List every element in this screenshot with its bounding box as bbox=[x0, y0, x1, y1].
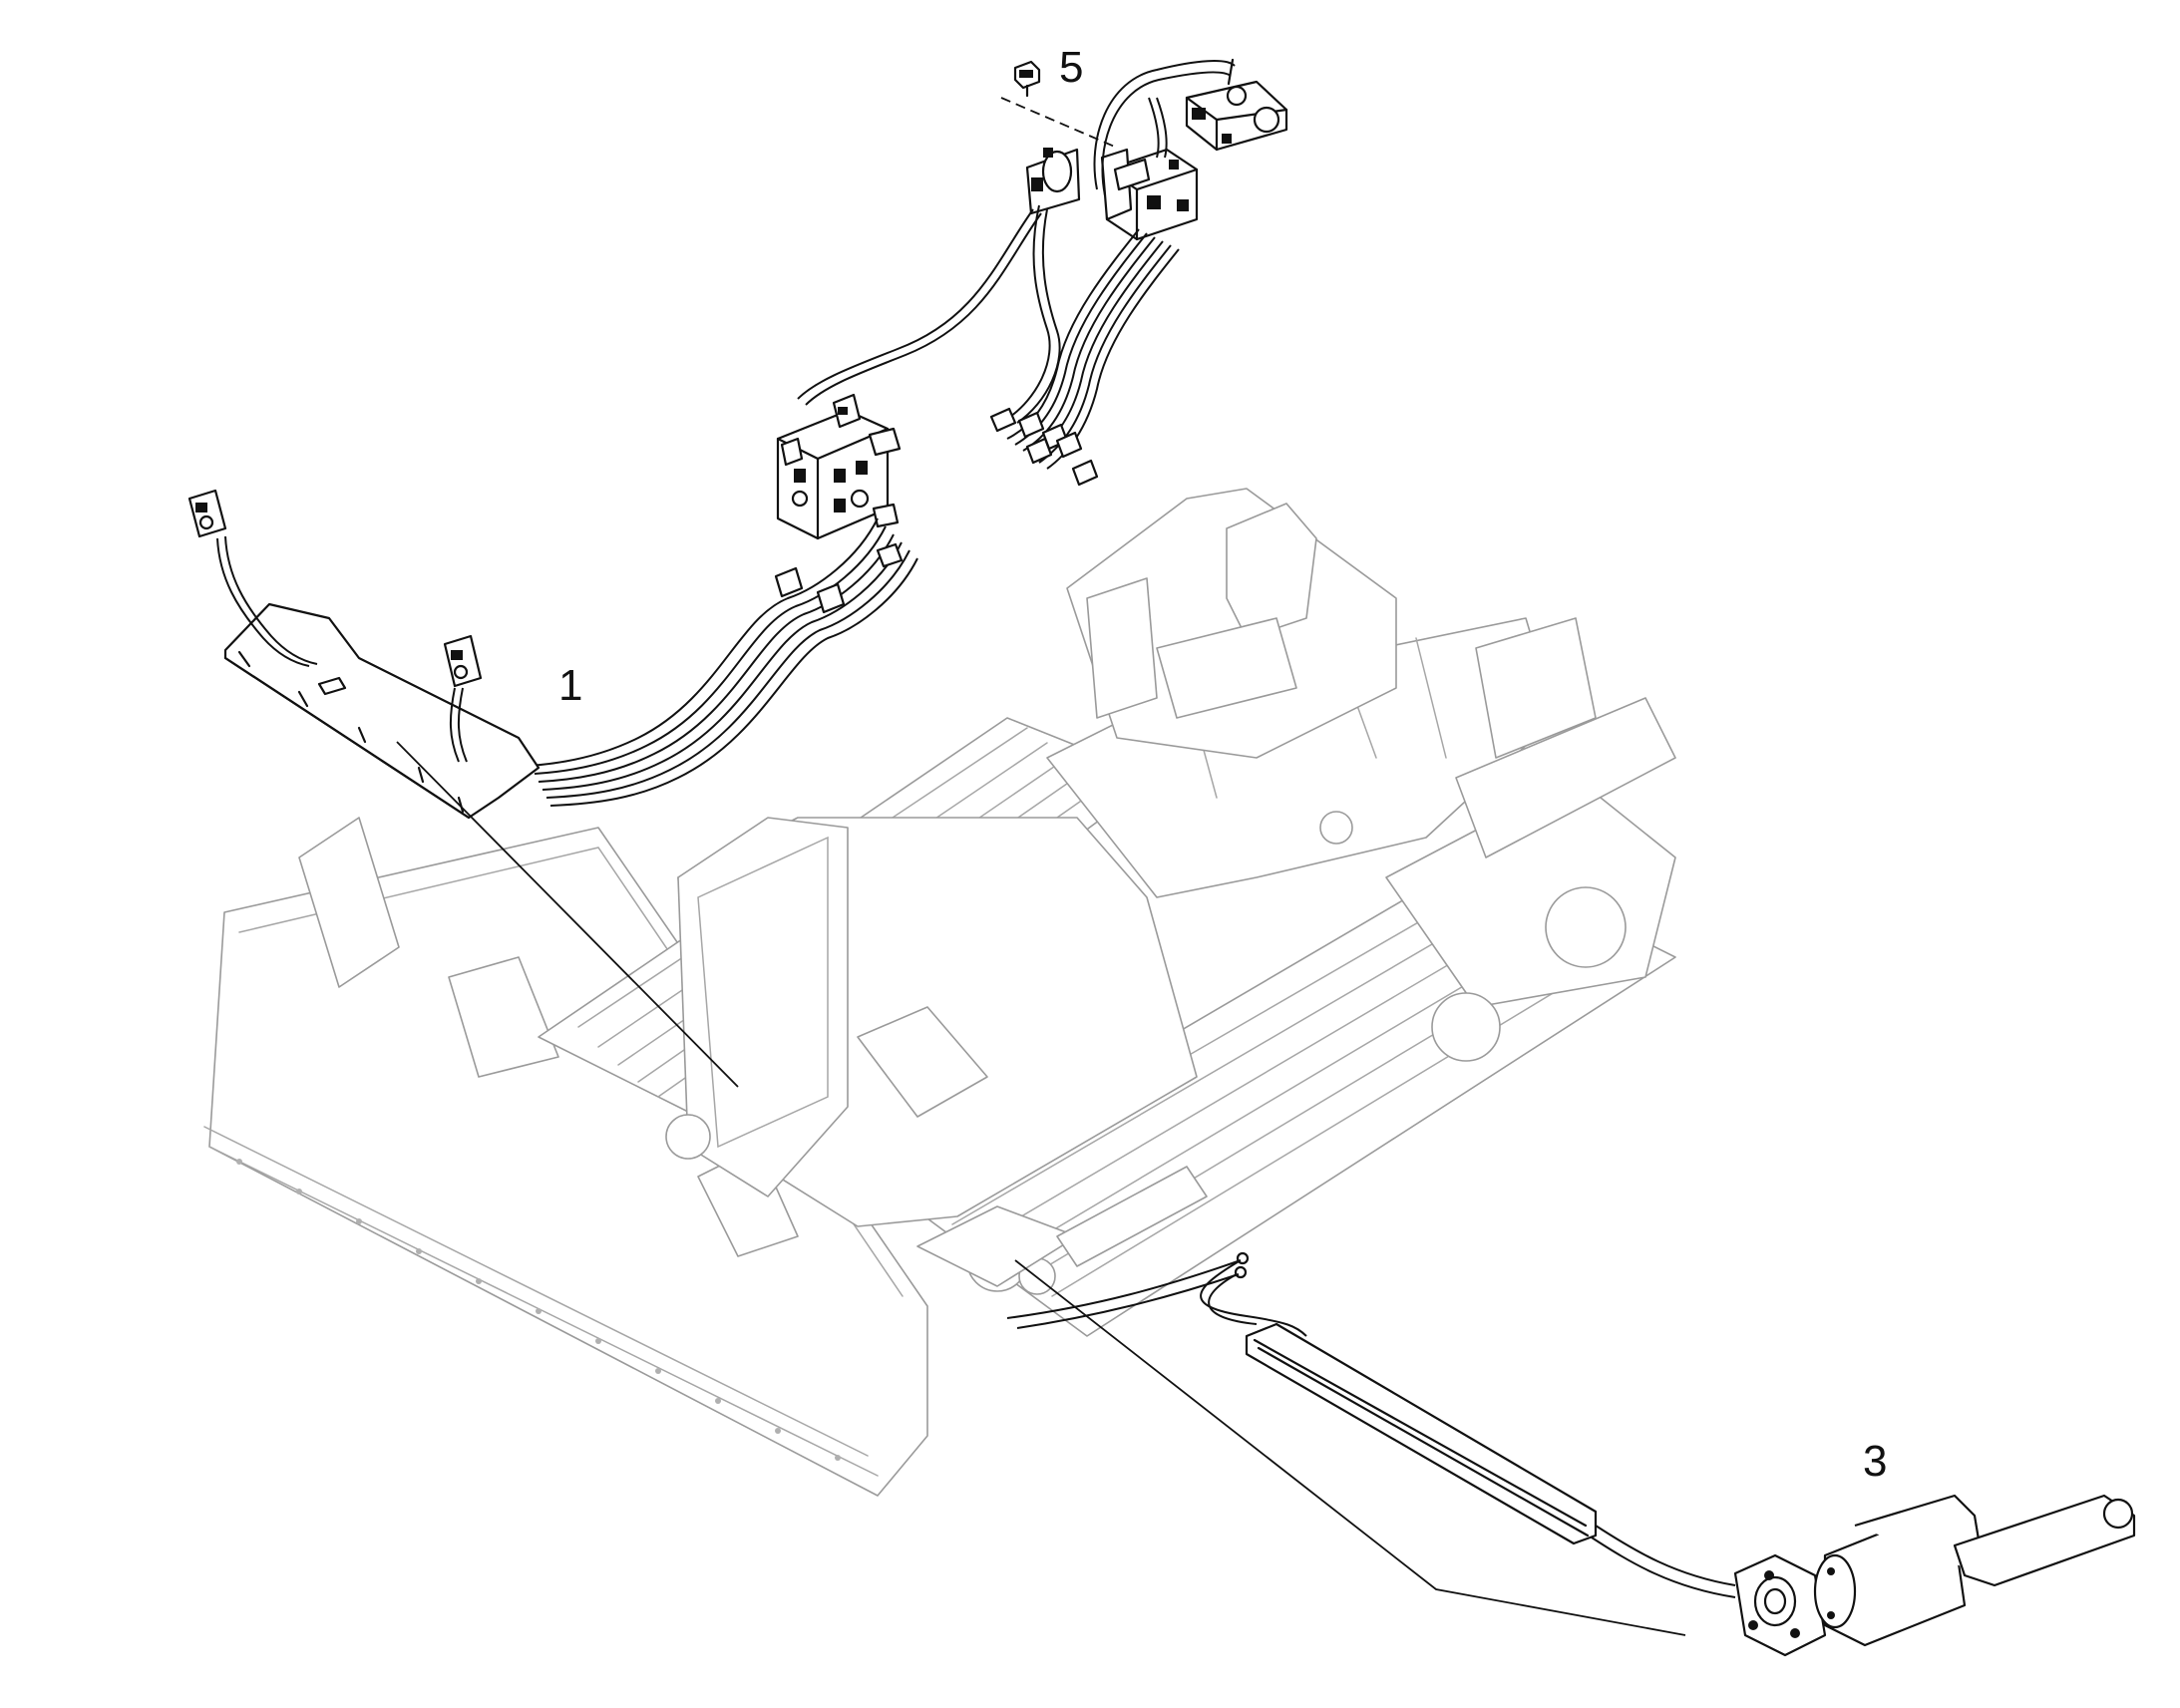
top-tube-loops bbox=[1093, 60, 1236, 196]
solenoid-valve-right bbox=[1100, 148, 1199, 241]
operator-seat bbox=[1226, 503, 1317, 639]
joystick-switch-left bbox=[187, 489, 318, 667]
hose-bundle-lower bbox=[528, 517, 918, 807]
tube-assembly-part-3 bbox=[1006, 1251, 1736, 1598]
joystick-switch-right bbox=[443, 634, 483, 763]
bulldozer-ghost bbox=[203, 488, 1676, 1497]
callout-item-5: 5 bbox=[1059, 43, 1083, 92]
leader-lines bbox=[396, 741, 1686, 1636]
hose-clamps-lower bbox=[774, 542, 904, 614]
callout-item-1: 1 bbox=[558, 661, 582, 710]
control-valve-top-right bbox=[1185, 58, 1288, 152]
leader-line-part-3 bbox=[1014, 1259, 1686, 1636]
solenoid-valve-left bbox=[1025, 148, 1081, 215]
valve-block-center bbox=[776, 393, 902, 540]
blade-edge-bolts bbox=[236, 1159, 841, 1461]
mounting-bracket-part-1 bbox=[223, 602, 541, 820]
leader-line-part-1 bbox=[396, 741, 739, 1088]
hydraulic-cylinder-part-3 bbox=[1733, 1494, 2136, 1657]
callout-item-3: 3 bbox=[1863, 1437, 1887, 1486]
hose-clamps-upper bbox=[989, 407, 1099, 487]
